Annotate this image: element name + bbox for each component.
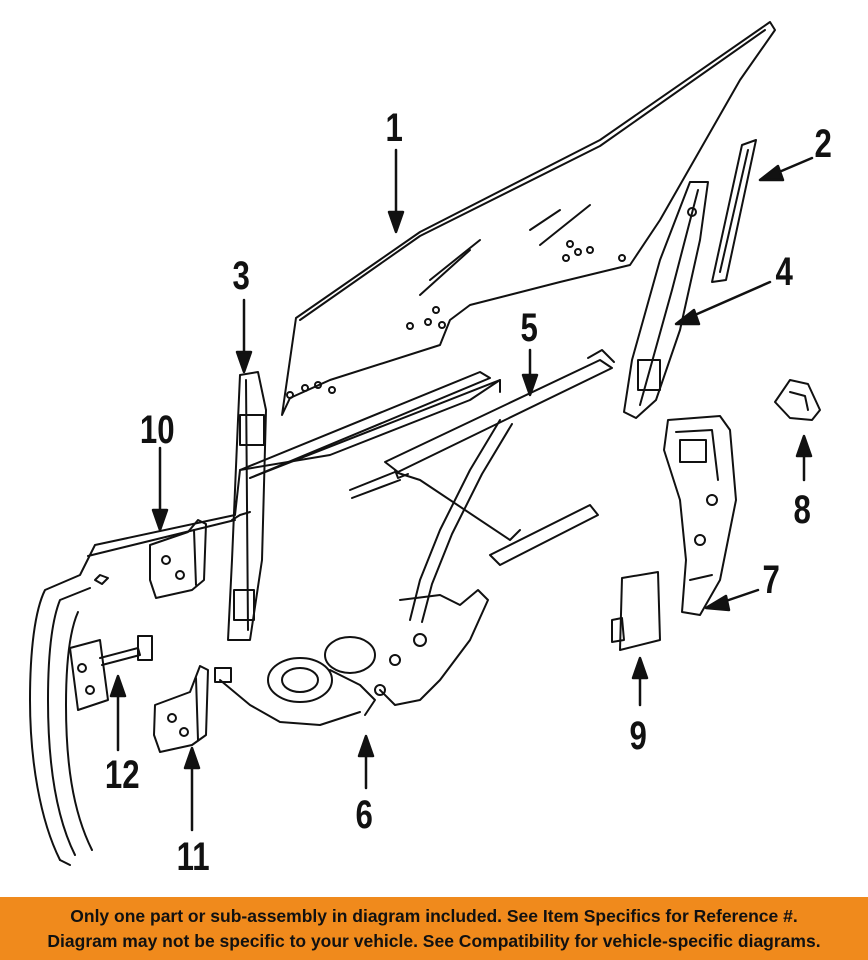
disclaimer-line-2: Diagram may not be specific to your vehi… <box>47 930 821 951</box>
access-cover <box>611 571 661 651</box>
callout-11: 11 <box>176 835 210 879</box>
callout-3: 3 <box>232 254 250 298</box>
disclaimer-line-1: Only one part or sub-assembly in diagram… <box>70 905 798 926</box>
door-check <box>69 635 153 711</box>
callout-5: 5 <box>520 306 538 350</box>
glass-run-channel <box>711 139 757 283</box>
callout-12: 12 <box>104 753 140 797</box>
lower-hinge <box>153 665 209 753</box>
door-window-regulator-diagram <box>29 21 821 866</box>
rear-guide-rail <box>623 181 709 419</box>
callout-7: 7 <box>762 558 780 602</box>
leader-arrows <box>109 148 814 832</box>
lock-clip <box>774 379 821 421</box>
callout-1: 1 <box>385 106 403 150</box>
regulator-motor-assembly <box>214 419 513 726</box>
callout-6: 6 <box>355 793 373 837</box>
upper-hinge <box>149 519 207 599</box>
lock-actuator <box>663 415 737 616</box>
callout-10: 10 <box>139 408 175 452</box>
window-glass <box>281 21 776 416</box>
callout-4: 4 <box>775 250 793 294</box>
disclaimer-banner: Only one part or sub-assembly in diagram… <box>0 897 868 960</box>
callout-2: 2 <box>814 122 832 166</box>
callout-8: 8 <box>793 488 811 532</box>
front-guide-rail <box>227 371 267 641</box>
door-shell-outline <box>29 371 501 866</box>
callout-9: 9 <box>629 714 647 758</box>
